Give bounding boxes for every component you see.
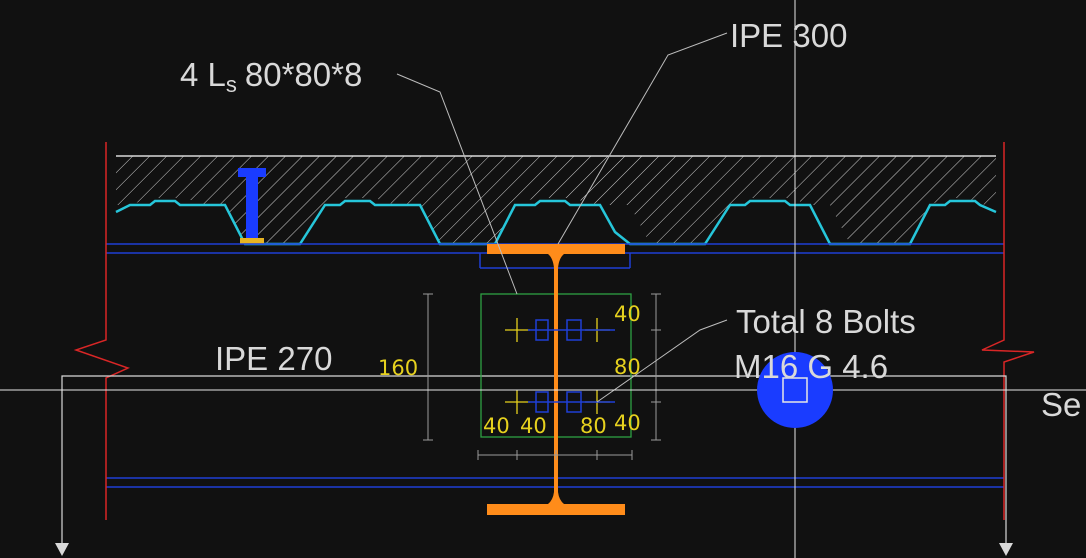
break-line-right: [981, 142, 1035, 520]
selection-grip-icon[interactable]: [757, 352, 833, 428]
section-cut-line: [61, 375, 1007, 545]
dimension-bottom-2: 40: [520, 414, 547, 438]
bolts-label-line2[interactable]: M16 G 4.6: [734, 348, 888, 385]
cursor-pickbox-icon: [782, 377, 808, 403]
bolts-label-line1[interactable]: Total 8 Bolts: [736, 303, 916, 340]
dimension-right-top: 40: [614, 302, 641, 326]
section-arrow-right-icon: [999, 543, 1013, 556]
main-beam-label[interactable]: IPE 300: [730, 17, 847, 54]
dimension-height: 160: [378, 356, 418, 380]
dimension-right-bottom: 40: [614, 411, 641, 435]
section-arrow-left-icon: [55, 543, 69, 556]
dimension-lines: [423, 293, 661, 460]
dimension-bottom-1: 40: [483, 414, 510, 438]
leader-lines: [396, 32, 728, 403]
bolt-shanks: [528, 319, 615, 413]
concrete-slab: [116, 155, 996, 244]
dimension-right-mid: 80: [614, 355, 641, 379]
shear-stud: [238, 168, 266, 244]
break-line-left: [73, 142, 131, 520]
secondary-beam-label[interactable]: IPE 270: [215, 340, 332, 377]
section-mark-label[interactable]: Se: [1041, 386, 1081, 423]
main-beam-section: [487, 244, 625, 515]
dimension-bottom-3: 80: [580, 414, 607, 438]
